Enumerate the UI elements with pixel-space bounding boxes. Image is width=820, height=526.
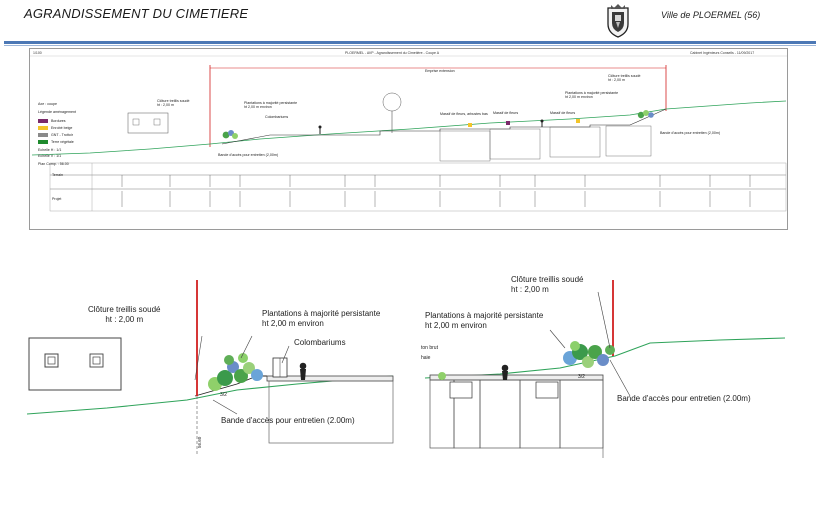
overview-mid-label-1: Massif de fleurs, arbustes bas	[440, 112, 488, 116]
row-label-projet: Projet	[52, 197, 62, 201]
overview-plants-right-label: Plantations à majorité persistante ht 2,…	[565, 91, 619, 99]
sheet-ref: 1/100	[33, 51, 42, 55]
town-crest-icon	[607, 4, 629, 38]
overview-fence-right-label: Clôture treillis soudé ht : 2,00 m	[608, 74, 641, 82]
detail-right-plants-label: Plantations à majorité persistante ht 2,…	[425, 311, 544, 330]
detail-left-plants-label: Plantations à majorité persistante ht 2,…	[262, 309, 381, 328]
legend-title: Axe : coupe	[38, 102, 57, 106]
detail-left-access-label: Bande d'accès pour entretien (2.00m)	[221, 416, 355, 425]
legend-swatch-terre	[38, 140, 48, 144]
overview-access-right-label: Bande d'accès pour entretien (2,00m)	[660, 131, 721, 135]
scale-h: Echelle H : 1/1	[38, 148, 62, 152]
overview-access-left-label: Bande d'accès pour entretien (2,00m)	[218, 153, 279, 157]
legend-label-terre: Terre végétale	[51, 140, 74, 144]
plan-comparison: Plan Comp. : 56.00	[38, 162, 69, 166]
detail-left-slope: 3/2	[220, 392, 227, 398]
detail-right-tag-lower: haie	[421, 355, 431, 361]
natural-ground-line	[31, 100, 787, 156]
overview-fence-left-label: Clôture treillis soudé ht : 2,00 m	[157, 99, 190, 107]
row-label-terrain: Terrain	[52, 173, 63, 177]
detail-right-section: 3/2	[424, 280, 786, 458]
sheet-title: PLOERMEL - AVP - Agrandissement du Cimet…	[345, 51, 440, 55]
overview-cross-section-sheet: 1/100 PLOERMEL - AVP - Agrandissement du…	[29, 48, 788, 230]
sheet-credit: Cabinet Ingénieurs Conseils - 11/09/2017	[690, 51, 755, 55]
overview-mid-label-3: Massif de fleurs	[550, 111, 576, 115]
legend-label-enrobe: Enrobé beige	[51, 126, 73, 130]
legend-swatch-enrobe	[38, 126, 48, 130]
legend-label-bordures: Bordures	[51, 119, 66, 123]
legend-subtitle: Légende aménagement	[38, 110, 76, 114]
overview-mid-label-2: Massif de fleurs	[493, 111, 519, 115]
detail-left-columbarium-label: Colombariums	[294, 338, 346, 347]
detail-left-elevation: 56.60	[197, 436, 202, 448]
page-title: AGRANDISSEMENT DU CIMETIERE	[24, 6, 249, 21]
detail-right-tag-upper: ton brut	[421, 345, 438, 351]
detail-right-fence-label: Clôture treillis soudé ht : 2,00 m	[511, 275, 584, 294]
extension-label: Emprise extension	[425, 69, 455, 73]
header-divider	[4, 41, 816, 44]
overview-columbarium-label: Colombariums	[265, 115, 289, 119]
legend-label-gnt: GNT - Trottoir	[51, 133, 73, 137]
town-label: Ville de PLOERMEL (56)	[661, 10, 761, 20]
scale-v: Echelle V : 1/1	[38, 154, 62, 158]
header-divider-thin	[4, 45, 816, 46]
detail-right-access-label: Bande d'accès pour entretien (2.00m)	[617, 394, 751, 403]
detail-left-section: 3/2 56.60	[27, 280, 394, 456]
overview-plants-left-label: Plantations à majorité persistante ht 2,…	[244, 101, 298, 109]
legend-swatch-bordures	[38, 119, 48, 123]
overview-drawing	[30, 55, 787, 212]
detail-right-slope: 3/2	[578, 374, 585, 380]
legend-swatch-gnt	[38, 133, 48, 137]
detail-left-fence-label: Clôture treillis soudé ht : 2,00 m	[88, 305, 161, 324]
